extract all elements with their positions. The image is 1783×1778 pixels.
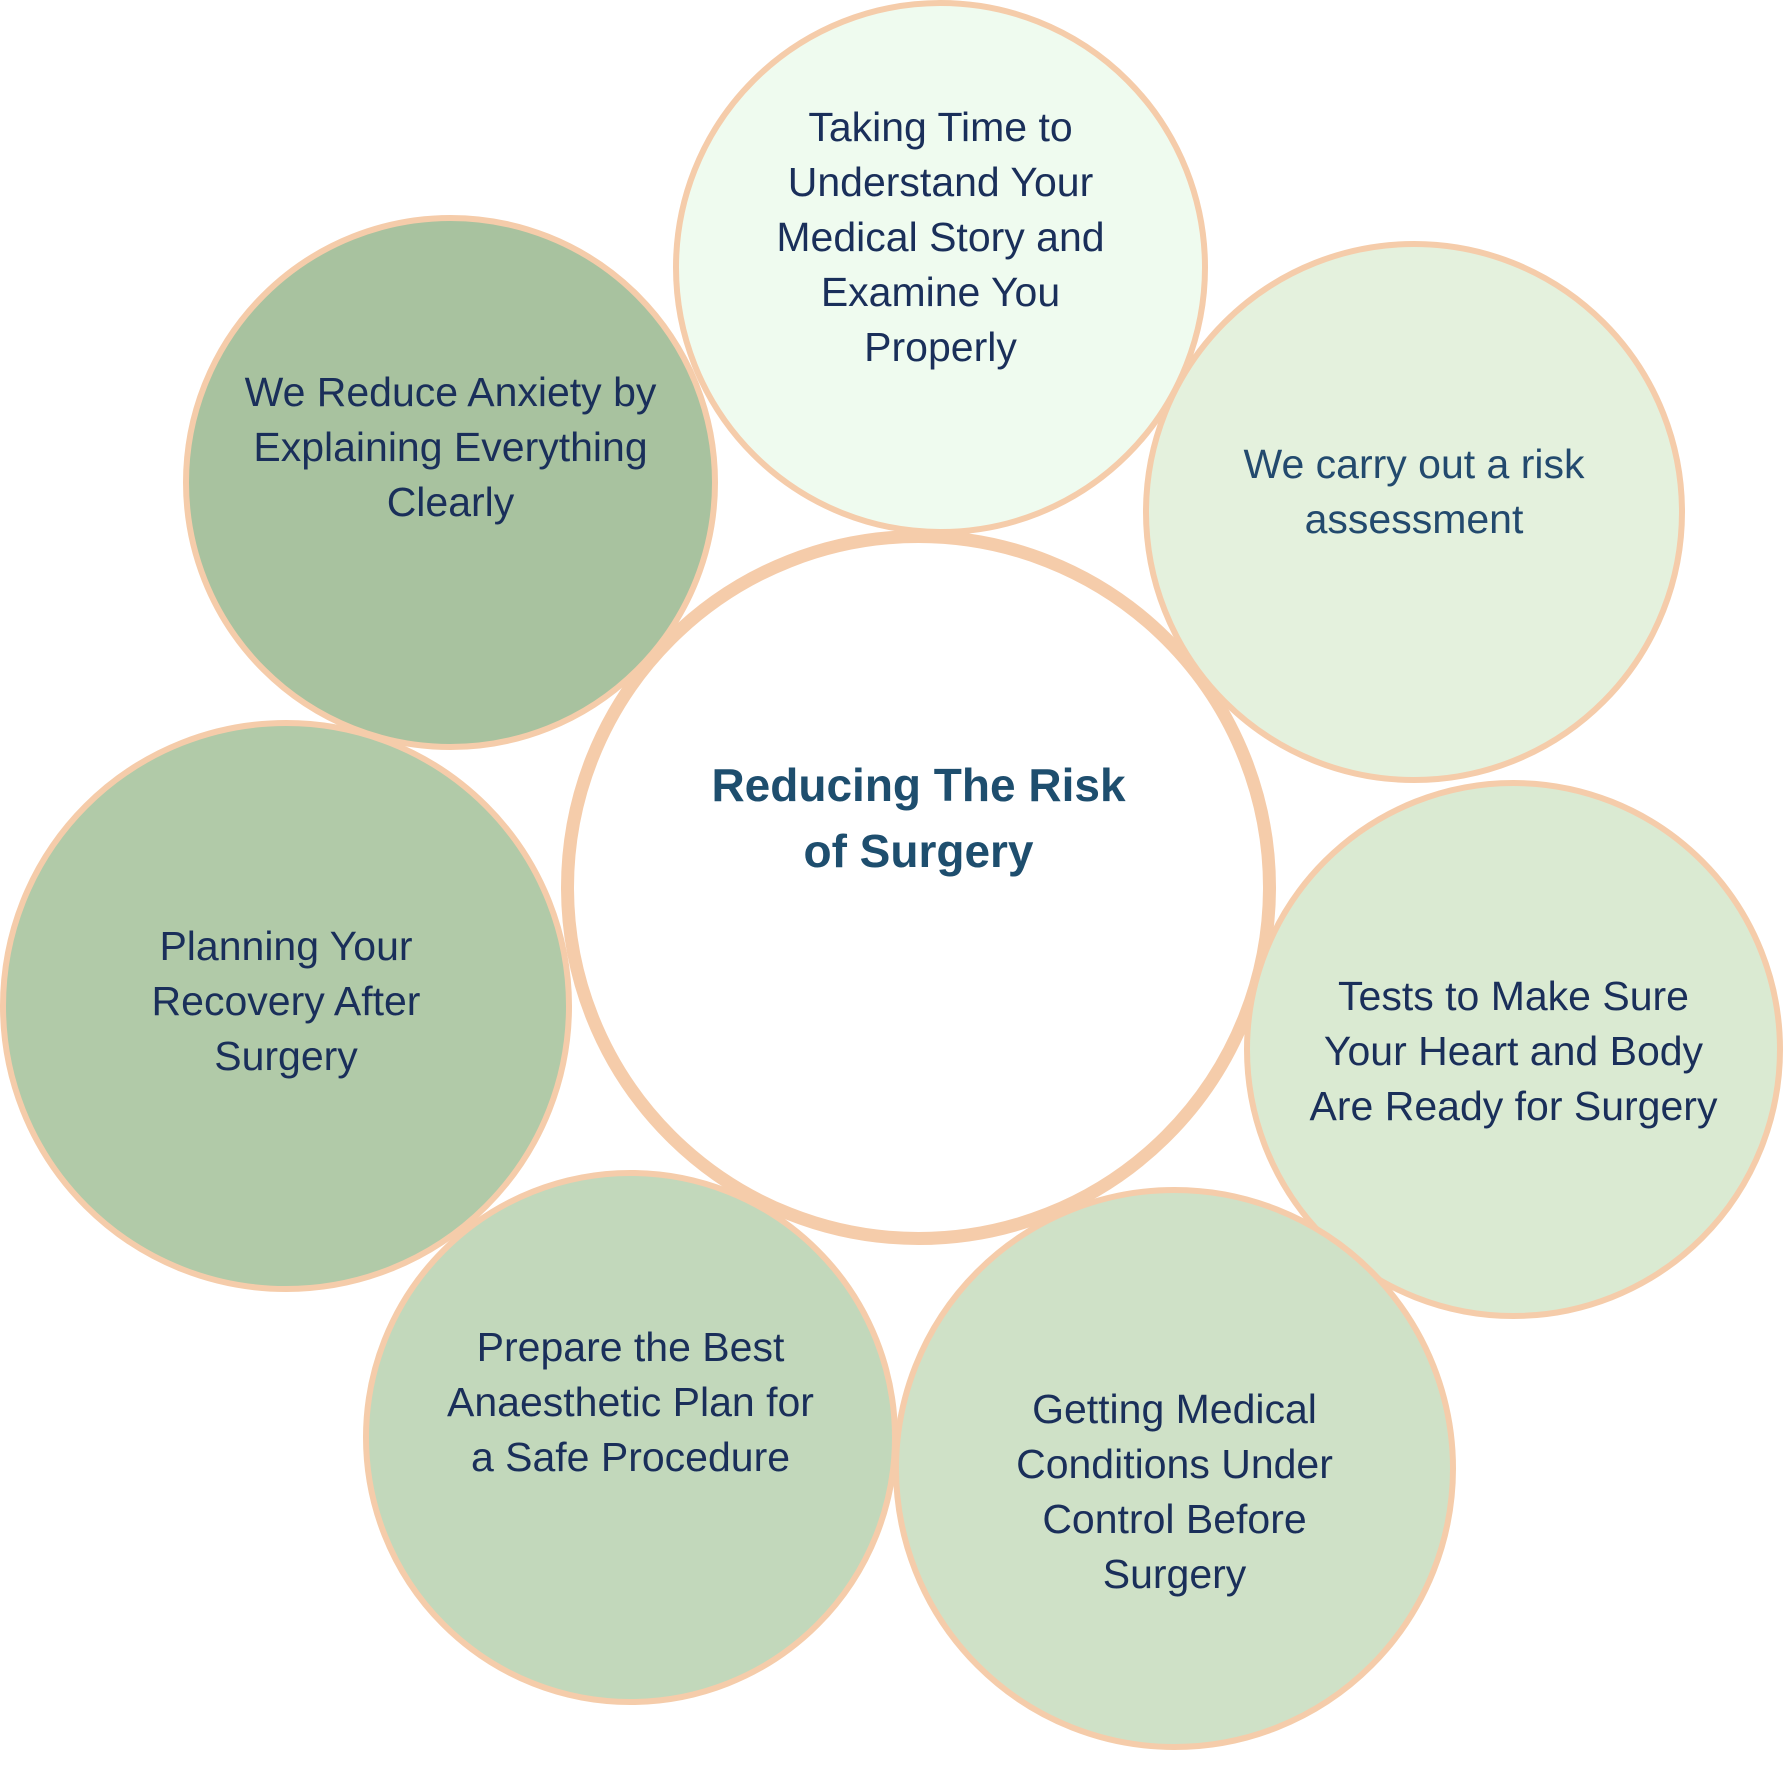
node-recovery-planning-label: Planning Your Recovery After Surgery [151, 922, 421, 1079]
node-risk-assessment-label: We carry out a risk assessment [1243, 441, 1585, 542]
node-readiness-tests-label: Tests to Make Sure Your Heart and Body A… [1309, 973, 1718, 1129]
node-medical-story: Taking Time to Understand Your Medical S… [673, 0, 1208, 535]
node-recovery-planning: Planning Your Recovery After Surgery [0, 720, 572, 1292]
node-medical-conditions-label: Getting Medical Conditions Under Control… [1016, 1385, 1333, 1597]
node-risk-assessment: We carry out a risk assessment [1143, 241, 1685, 783]
node-reduce-anxiety-label: We Reduce Anxiety by Explaining Everythi… [244, 369, 657, 525]
node-medical-story-label: Taking Time to Understand Your Medical S… [776, 104, 1105, 370]
node-readiness-tests: Tests to Make Sure Your Heart and Body A… [1244, 780, 1783, 1319]
center-label: Reducing The Risk of Surgery [711, 758, 1126, 877]
node-anaesthetic-plan: Prepare the Best Anaesthetic Plan for a … [363, 1170, 898, 1705]
node-anaesthetic-plan-label: Prepare the Best Anaesthetic Plan for a … [447, 1324, 814, 1480]
node-medical-conditions: Getting Medical Conditions Under Control… [893, 1187, 1456, 1750]
node-reduce-anxiety: We Reduce Anxiety by Explaining Everythi… [183, 215, 718, 750]
